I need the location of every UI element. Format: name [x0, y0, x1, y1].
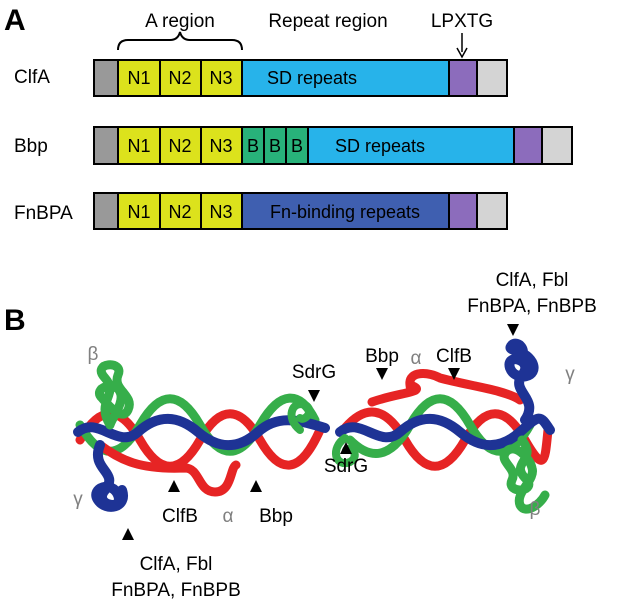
lpxtg-segment: [448, 59, 478, 97]
b2-label: B: [269, 136, 281, 156]
n3-label: N3: [209, 68, 232, 88]
sd-repeats-label: SD repeats: [335, 136, 425, 156]
sdrg-site-top: [287, 400, 314, 434]
arrow-sdrg-bottom: [340, 442, 352, 454]
ligands-top-right-line2: FnBPA, FnBPB: [467, 296, 597, 317]
n2-label: N2: [168, 136, 191, 156]
gamma-domain-right: [504, 338, 539, 425]
beta-domain-bottom: [499, 435, 550, 514]
sdrg-label-top: SdrG: [292, 362, 336, 383]
bbp-label-bottom: Bbp: [259, 506, 293, 527]
lpxtg-header: LPXTG: [431, 11, 493, 32]
ligands-bottom-left-line2: FnBPA, FnBPB: [111, 580, 241, 601]
b3-label: B: [291, 136, 303, 156]
bbp-label-top: Bbp: [365, 346, 399, 367]
fibrinogen-green-strand: [75, 393, 535, 458]
beta-label-top: β: [88, 344, 99, 365]
gamma-label-right: γ: [565, 364, 575, 385]
n2-segment: [159, 126, 202, 165]
arrow-bbp-top: [376, 368, 388, 380]
ligands-top-right-line1: ClfA, Fbl: [496, 270, 569, 291]
panel-a-letter: A: [4, 4, 26, 37]
fibrinogen-molecule: [73, 393, 555, 471]
sd-repeats-label: SD repeats: [267, 68, 357, 88]
fnbpa-bar: FnBPA N1 N2 N3 Fn-binding repeats: [14, 192, 508, 230]
arrow-bbp-bottom: [250, 480, 262, 492]
clfb-label-bottom: ClfB: [162, 506, 198, 527]
clfb-label-top: ClfB: [436, 346, 472, 367]
lpxtg-arrow-head: [456, 47, 468, 59]
n1-segment: [117, 192, 161, 230]
protein-name-bbp: Bbp: [14, 136, 48, 157]
n1-label: N1: [127, 68, 150, 88]
c-terminal-segment: [476, 192, 508, 230]
n3-segment: [200, 126, 243, 165]
n3-label: N3: [209, 136, 232, 156]
alpha-label-top: α: [411, 348, 422, 369]
gamma-label-left: γ: [73, 489, 83, 510]
n2-label: N2: [168, 68, 191, 88]
arrow-clfb-top: [448, 368, 460, 380]
protein-name-fnbpa: FnBPA: [14, 203, 73, 224]
n2-label: N2: [168, 202, 191, 222]
a-region-brace: [117, 31, 243, 51]
beta-label-bottom: β: [530, 499, 541, 520]
gamma-domain-left: [91, 440, 128, 512]
fibrinogen-blue-strand: [73, 413, 555, 451]
fn-binding-repeats-label: Fn-binding repeats: [270, 202, 420, 222]
arrow-clfb-bottom: [168, 480, 180, 492]
sdrg-label-bottom: SdrG: [324, 456, 368, 477]
arrow-top-right-ligands: [507, 324, 519, 336]
arrow-sdrg-top: [308, 390, 320, 402]
a-region-header: A region: [145, 11, 215, 32]
alpha-chain-bottom: [95, 440, 241, 497]
n3-label: N3: [209, 202, 232, 222]
sdrg-site-bottom: [332, 434, 359, 468]
n1-label: N1: [127, 202, 150, 222]
fn-binding-repeats-segment: [241, 192, 450, 230]
clfa-bar: ClfA N1 N2 N3 SD repeats: [14, 59, 508, 97]
alpha-label-bottom: α: [223, 506, 234, 527]
n1-label: N1: [127, 136, 150, 156]
n3-segment: [200, 59, 243, 97]
arrow-bottom-left-ligands: [122, 528, 134, 540]
bbp-bar: Bbp N1 N2 N3 B B B SD repeats: [14, 126, 573, 165]
beta-domain-top: [95, 360, 134, 430]
c-terminal-segment: [541, 126, 573, 165]
c-terminal-segment: [476, 59, 508, 97]
lpxtg-segment: [513, 126, 543, 165]
b1-label: B: [247, 136, 259, 156]
n3-segment: [200, 192, 243, 230]
sd-repeats-segment: [241, 59, 450, 97]
lpxtg-segment: [448, 192, 478, 230]
protein-name-clfa: ClfA: [14, 67, 50, 88]
alpha-chain-top: [367, 369, 525, 407]
signal-segment: [93, 192, 119, 230]
signal-segment: [93, 59, 119, 97]
binding-site-arrows: [122, 324, 519, 540]
signal-segment: [93, 126, 119, 165]
panel-b-letter: B: [4, 304, 26, 337]
ligands-bottom-left-line1: ClfA, Fbl: [140, 554, 213, 575]
repeat-region-header: Repeat region: [268, 11, 387, 32]
